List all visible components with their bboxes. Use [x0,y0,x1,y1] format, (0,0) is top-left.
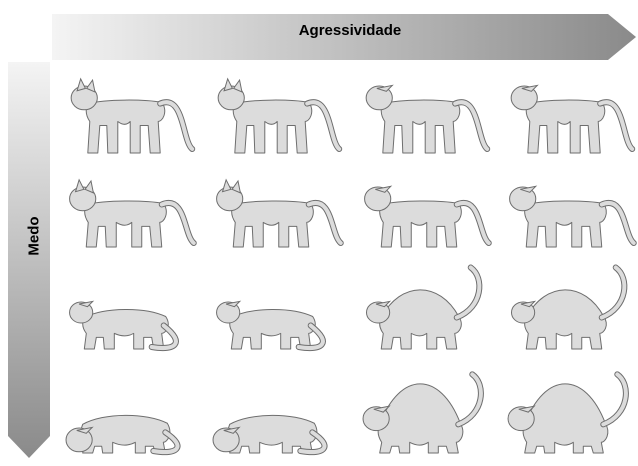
cat-4-3 [363,374,481,453]
cat-body [381,100,460,153]
cat-body [85,201,167,247]
cat-2-3 [365,186,489,247]
cat-tail [309,203,341,243]
cat-body [230,309,316,349]
cat-1-3 [366,85,487,153]
aggression-axis-label: Agressividade [200,22,500,39]
cat-tail [602,203,634,243]
cat-tail [162,203,194,243]
cat-body [232,201,314,247]
cat-2-4 [510,186,634,247]
fear-arrow [8,62,50,458]
cat-body [523,384,608,453]
cat-body [83,309,169,349]
cat-grid [66,79,634,453]
cat-1-4 [511,85,632,153]
cat-3-4 [511,268,624,349]
cat-2-2 [217,180,341,247]
cat-body [525,201,607,247]
cat-3-1 [70,301,176,349]
cat-body [525,290,607,349]
cat-3-2 [217,301,323,349]
fear-axis-label: Medo [26,216,43,255]
cat-3-3 [366,268,479,349]
cat-2-1 [70,180,194,247]
cat-4-2 [213,415,324,453]
cat-body [81,415,170,453]
cat-1-2 [218,79,339,153]
cat-4-4 [508,374,626,453]
cat-body [378,384,463,453]
cat-body [228,415,317,453]
cat-body [86,100,165,153]
cat-1-1 [71,79,192,153]
cat-body [380,201,462,247]
cat-body [526,100,605,153]
cat-body [233,100,312,153]
cat-tail [457,203,489,243]
cat-body [380,290,462,349]
cat-4-1 [66,415,177,453]
